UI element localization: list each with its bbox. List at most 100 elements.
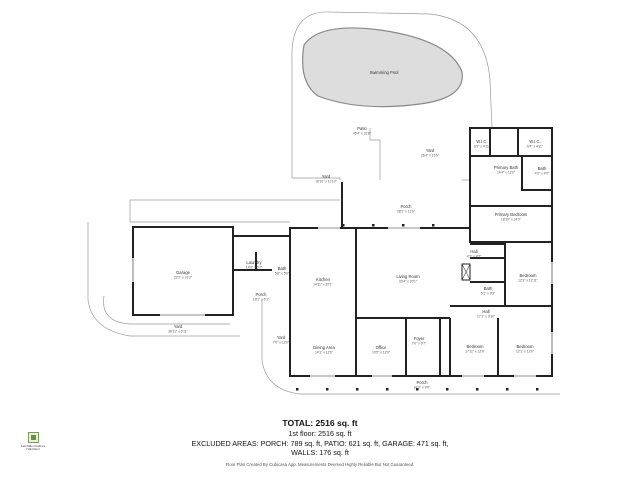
room-name: Bedroom	[520, 273, 538, 278]
room-wic1: W.I.C.6'2" x 4'11"	[474, 139, 491, 149]
room-name: Hall	[470, 249, 477, 254]
room-dimensions: 12'1" x 12'0"	[516, 350, 535, 354]
room-name: Bath	[538, 166, 547, 171]
room-dimensions: 81'2" x 9'0"	[414, 386, 431, 390]
room-name: Bath	[278, 266, 287, 271]
room-dimensions: 4'2" x 4'0"	[535, 172, 550, 176]
porch-columns	[296, 224, 539, 391]
walls-area: WALLS: 176 sq. ft	[291, 448, 349, 457]
laundry-walls	[233, 235, 290, 271]
room-name: Foyer	[414, 336, 425, 341]
room-dimensions: 23'4" x 20'1"	[399, 280, 418, 284]
room-dimensions: 14'4" x 12'0"	[497, 171, 516, 175]
room-name: Living Room	[396, 274, 420, 279]
room-name: Bedroom	[467, 344, 485, 349]
room-dimensions: 14'11" x 20'1"	[313, 283, 333, 287]
room-dimensions: 4'3" x 4'5"	[467, 255, 482, 259]
room-dimensions: 6'2" x 4'11"	[474, 145, 491, 149]
room-name: Office	[376, 345, 388, 350]
room-name: Bath	[484, 286, 493, 291]
room-name: Yard	[322, 174, 331, 179]
room-wic2: W.I.C.6'4" x 4'11"	[527, 139, 544, 149]
room-pool: Swimming Pool	[370, 70, 399, 75]
primary-suite-walls	[470, 128, 552, 207]
room-dimensions: 26'4" x 15'5"	[421, 154, 440, 158]
room-name: Porch	[256, 292, 268, 297]
room-dimensions: 28'2" x 11'6"	[397, 210, 416, 214]
room-dimensions: 5'2" x 9'3"	[481, 292, 496, 296]
room-dimensions: 22'2" x 21'3"	[174, 276, 193, 280]
swimming-pool	[302, 27, 463, 108]
room-name: Porch	[417, 380, 429, 385]
room-dimensions: 14'1" x 12'0"	[315, 351, 334, 355]
floor-area: 1st floor: 2516 sq. ft	[288, 429, 352, 438]
room-name: Garage	[176, 270, 191, 275]
room-dimensions: 7'0" x 12'0"	[273, 341, 290, 345]
room-dimensions: 45'4" x 31'8"	[353, 132, 372, 136]
room-dimensions: 17'1" x 3'10"	[477, 315, 496, 319]
yard-west-outline	[129, 199, 340, 223]
room-dimensions: 6'4" x 4'11"	[527, 145, 544, 149]
room-name: Bedroom	[517, 344, 535, 349]
room-name: Primary Bedroom	[495, 212, 528, 217]
disclaimer: Floor Plan Created By Cubicasa App. Meas…	[225, 462, 415, 467]
patio-outline	[291, 11, 493, 181]
room-dimensions: 7'0" x 9'7"	[412, 342, 427, 346]
room-name: Laundry	[246, 260, 262, 265]
room-name: Kitchen	[316, 277, 331, 282]
room-dimensions: 18'10" x 14'0"	[501, 218, 522, 222]
room-name: Yard	[277, 335, 286, 340]
brand-logo: Kelli Miller Realtors THE KELLI	[18, 432, 48, 452]
room-dimensions: 12'1" x 12'11"	[518, 279, 538, 283]
room-dimensions: 19'1" x 6'1"	[253, 298, 270, 302]
room-name: Hall	[482, 309, 489, 314]
interior-walls	[355, 228, 552, 376]
north-porch-walls	[289, 182, 470, 236]
fireplace-icon	[461, 263, 471, 281]
room-name: Porch	[401, 204, 413, 209]
room-dimensions: 16'10" x 11'10"	[315, 180, 337, 184]
room-dimensions: 17'11" x 12'0"	[465, 350, 485, 354]
room-name: W.I.C.	[529, 139, 540, 144]
logo-line-2: THE KELLI	[26, 447, 40, 452]
room-name: Yard	[426, 148, 435, 153]
excluded-areas: EXCLUDED AREAS: PORCH: 789 sq. ft, PATIO…	[191, 438, 449, 448]
room-name: Patio	[357, 126, 367, 131]
walk-curve	[261, 300, 560, 395]
room-dimensions: 36'11" x 6'11"	[168, 330, 188, 334]
room-name: Dining Area	[313, 345, 335, 350]
room-name: Primary Bath	[494, 165, 519, 170]
room-name: Yard	[174, 324, 183, 329]
room-name: W.I.C.	[476, 139, 487, 144]
room-name: Swimming Pool	[370, 70, 399, 75]
yard-south-outline	[87, 222, 240, 337]
room-dimensions: 5'6" x 5'0"	[275, 272, 290, 276]
logo-line-1: Kelli Miller Realtors	[21, 444, 45, 448]
room-dimensions: 10'5" x 12'0"	[372, 351, 391, 355]
